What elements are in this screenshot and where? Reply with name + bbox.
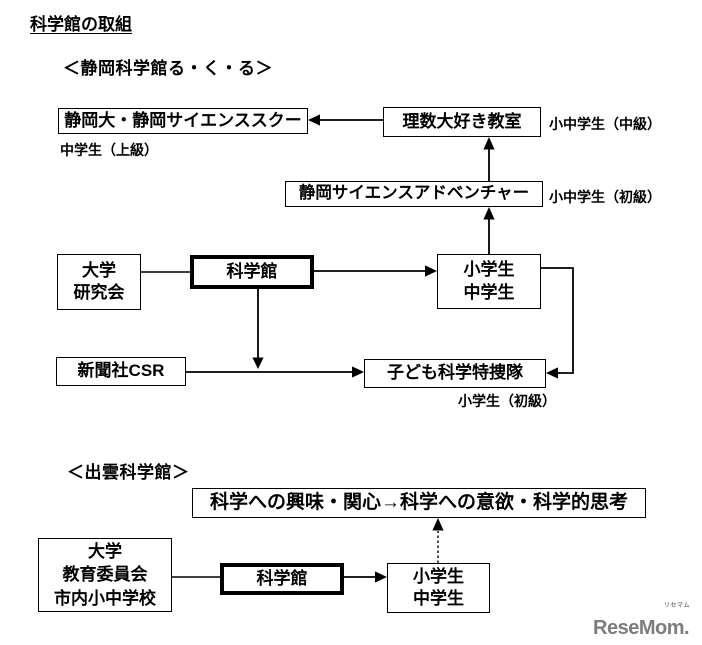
page-title: 科学館の取組 xyxy=(30,15,132,34)
section-heading-shizuoka: ＜静岡科学館る・く・る＞ xyxy=(63,59,273,78)
arrow-izumo-museum-to-students xyxy=(344,571,387,583)
section-heading-izumo: ＜出雲科学館＞ xyxy=(67,463,190,482)
arrow-newspaper-to-squad xyxy=(186,366,364,378)
label-es-jhs-intermediate: 小中学生（中級） xyxy=(549,116,661,132)
resemom-logo-ruby: リセマム xyxy=(663,603,690,609)
arrow-students-to-adventure xyxy=(483,207,495,254)
box-university-research: 大学 研究会 xyxy=(57,254,141,310)
box-science-museum-izumo: 科学館 xyxy=(220,563,344,595)
arrow-museum-to-students xyxy=(314,265,437,277)
box-students-shizuoka: 小学生 中学生 xyxy=(437,254,541,309)
resemom-logo-text: ReseMom. xyxy=(593,617,690,639)
box-science-museum-shizuoka: 科学館 xyxy=(190,255,314,289)
resemom-logo: リセマム ReseMom. xyxy=(593,600,698,642)
box-students-izumo: 小学生 中学生 xyxy=(387,563,490,613)
label-jhs-advanced: 中学生（上級） xyxy=(60,142,158,158)
box-science-adventure: 静岡サイエンスアドベンチャー xyxy=(285,181,543,207)
box-kids-science-squad: 子ども科学特捜隊 xyxy=(364,359,546,388)
arrow-museum-down xyxy=(252,289,264,369)
label-es-beginner: 小学生（初級） xyxy=(458,393,556,409)
box-newspaper-csr: 新聞社CSR xyxy=(56,357,186,386)
box-partners-izumo: 大学 教育委員会 市内小中学校 xyxy=(38,538,172,612)
box-shizuoka-science-school: 静岡大・静岡サイエンススクー xyxy=(58,108,308,134)
arrow-adventure-to-risu xyxy=(483,137,495,181)
label-es-jhs-beginner: 小中学生（初級） xyxy=(549,189,661,205)
box-risu-daisuki-class: 理数大好き教室 xyxy=(383,107,541,137)
box-outcome-interest-to-motivation: 科学への興味・関心→科学への意欲・科学的思考 xyxy=(192,488,646,518)
arrow-dotted-students-to-outcome xyxy=(432,518,444,563)
arrow-risu-to-school xyxy=(308,114,383,126)
